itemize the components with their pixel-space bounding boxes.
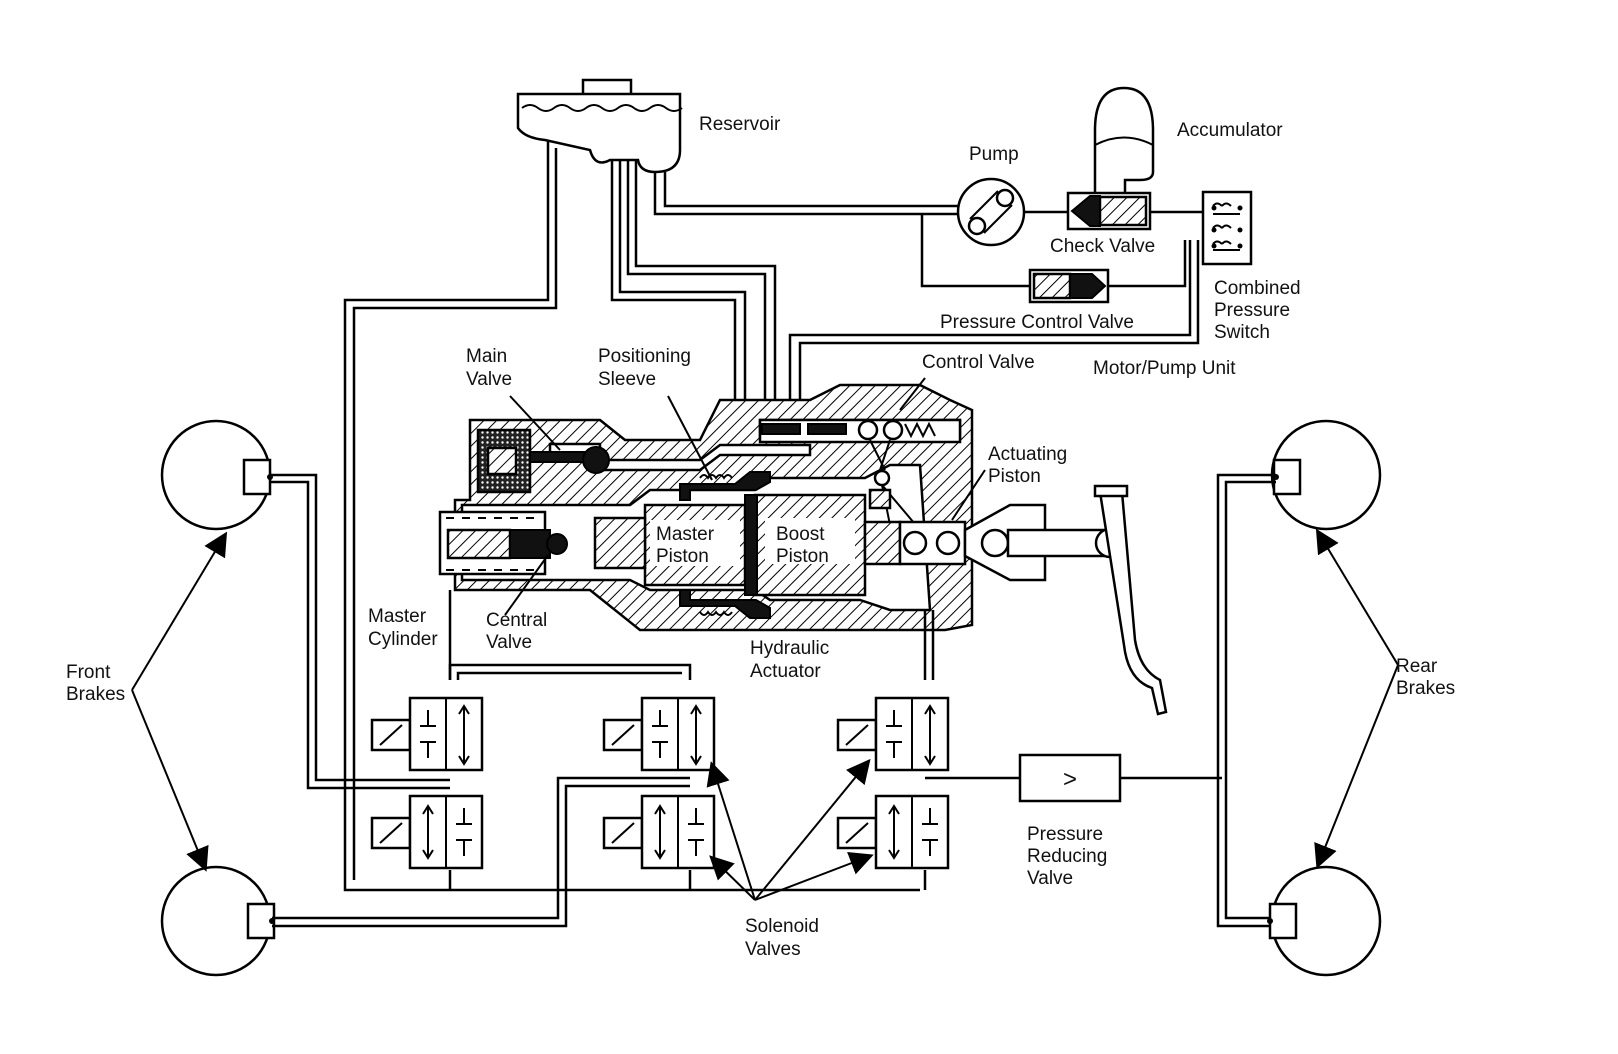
front-left-bottom-brake bbox=[160, 865, 276, 977]
master-cylinder-label-1: Master bbox=[368, 606, 427, 627]
combined-pressure-switch-label-3: Switch bbox=[1214, 322, 1270, 343]
central-valve bbox=[509, 529, 568, 559]
boost-piston bbox=[744, 493, 867, 597]
rear-brakes-label-1: Rear bbox=[1396, 656, 1438, 677]
actuating-piston-label-2: Piston bbox=[988, 466, 1041, 487]
positioning-sleeve bbox=[679, 471, 771, 619]
solenoid-valve-6 bbox=[836, 794, 950, 870]
accumulator-label: Accumulator bbox=[1177, 120, 1283, 141]
solenoid-valve-1 bbox=[370, 696, 484, 772]
control-valve bbox=[758, 418, 962, 531]
master-cylinder-label-2: Cylinder bbox=[368, 629, 438, 650]
high-pressure-line bbox=[788, 240, 1192, 430]
boost-piston-label-1: Boost bbox=[776, 524, 825, 545]
main-valve-label-2: Valve bbox=[466, 369, 512, 390]
rear-brakes-label-2: Brakes bbox=[1396, 678, 1455, 699]
boost-piston-label-2: Piston bbox=[776, 546, 829, 567]
labels: Reservoir Accumulator Pump Check Valve C… bbox=[66, 114, 1455, 960]
solenoid-valve-4 bbox=[602, 794, 716, 870]
solenoid-valves-label-1: Solenoid bbox=[745, 916, 819, 937]
pressure-control-line bbox=[1100, 240, 1187, 288]
master-piston-label-1: Master bbox=[656, 524, 715, 545]
reservoir-lines bbox=[343, 140, 958, 892]
solenoid-valve-3 bbox=[602, 696, 716, 772]
rear-right-top-brake bbox=[1270, 419, 1382, 531]
combined-pressure-switch-label-1: Combined bbox=[1214, 278, 1301, 299]
pressure-reducing-symbol-icon: > bbox=[1063, 766, 1077, 793]
actuating-piston-label-1: Actuating bbox=[988, 444, 1067, 465]
solenoid-valve-2 bbox=[370, 794, 484, 870]
accumulator bbox=[1093, 86, 1155, 192]
pressure-control-valve-label: Pressure Control Valve bbox=[940, 312, 1134, 333]
positioning-sleeve-label-2: Sleeve bbox=[598, 369, 656, 390]
positioning-sleeve-label-1: Positioning bbox=[598, 346, 691, 367]
central-valve-label-1: Central bbox=[486, 610, 547, 631]
front-brakes-label-1: Front bbox=[66, 662, 111, 683]
combined-pressure-switch-label-2: Pressure bbox=[1214, 300, 1290, 321]
check-valve-label: Check Valve bbox=[1050, 236, 1155, 257]
pump-return-line bbox=[920, 214, 1036, 288]
reservoir bbox=[516, 78, 683, 174]
reservoir-label: Reservoir bbox=[699, 114, 781, 135]
rear-right-bottom-brake bbox=[1267, 865, 1382, 977]
check-valve bbox=[1066, 191, 1152, 231]
solenoid-valve-5 bbox=[836, 696, 950, 772]
main-valve bbox=[476, 428, 610, 494]
hydraulic-actuator-label-2: Actuator bbox=[750, 661, 821, 682]
brake-pedal bbox=[1093, 484, 1168, 716]
pressure-control-valve bbox=[1028, 268, 1110, 304]
brake-lines bbox=[270, 473, 1276, 928]
pressure-reducing-valve-label-3: Valve bbox=[1027, 868, 1073, 889]
control-valve-label: Control Valve bbox=[922, 352, 1035, 373]
actuating-piston bbox=[863, 503, 1126, 582]
main-valve-label-1: Main bbox=[466, 346, 507, 367]
master-piston bbox=[593, 503, 747, 587]
front-left-top-brake bbox=[160, 419, 273, 531]
pressure-reducing-valve: > bbox=[1018, 753, 1122, 803]
master-piston-label-2: Piston bbox=[656, 546, 709, 567]
pressure-reducing-valve-label-2: Reducing bbox=[1027, 846, 1107, 867]
high-pressure-line-2 bbox=[798, 240, 1200, 430]
combined-pressure-switch bbox=[1201, 190, 1253, 266]
motor-pump-unit-label: Motor/Pump Unit bbox=[1093, 358, 1236, 379]
pump-label: Pump bbox=[969, 144, 1019, 165]
hydraulic-actuator-label-1: Hydraulic bbox=[750, 638, 829, 659]
leader-lines bbox=[131, 377, 1399, 901]
central-valve-label-2: Valve bbox=[486, 632, 532, 653]
solenoid-valves-label-2: Valves bbox=[745, 939, 801, 960]
pressure-reducing-valve-label-1: Pressure bbox=[1027, 824, 1103, 845]
pump bbox=[956, 177, 1026, 247]
front-brakes-label-2: Brakes bbox=[66, 684, 125, 705]
